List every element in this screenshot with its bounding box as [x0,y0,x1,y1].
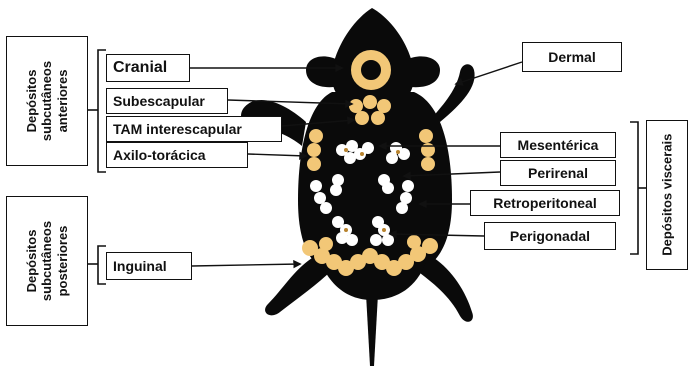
group-visceral-label: Depósitos viscerais [659,134,674,256]
label-inguinal: Inguinal [106,252,192,280]
label-cranial: Cranial [106,54,190,82]
label-mesenterica: Mesentérica [500,132,616,158]
group-posterior-line-2: subcutâneos [39,221,54,301]
group-anterior-label: Depósitos subcutâneos anteriores [24,61,70,141]
label-tam-interescapular: TAM interescapular [106,116,282,142]
group-posterior-line-3: posteriores [55,226,70,297]
group-anterior-line-3: anteriores [55,70,70,133]
group-anterior-line-2: subcutâneos [39,61,54,141]
label-perigonadal: Perigonadal [484,222,616,250]
label-dermal: Dermal [522,42,622,72]
group-posterior-box: Depósitos subcutâneos posteriores [6,196,88,326]
group-visceral-box: Depósitos viscerais [646,120,688,270]
group-posterior-label: Depósitos subcutâneos posteriores [24,221,70,301]
group-posterior-line-1: Depósitos [24,230,39,293]
group-anterior-line-1: Depósitos [24,70,39,133]
label-subescapular: Subescapular [106,88,228,114]
posterior-bracket [98,246,106,284]
label-perirenal: Perirenal [500,160,616,186]
visceral-bracket [630,122,638,254]
anterior-bracket [98,50,106,172]
group-anterior-box: Depósitos subcutâneos anteriores [6,36,88,166]
label-axilo-toracica: Axilo-torácica [106,142,248,168]
label-retroperitoneal: Retroperitoneal [470,190,620,216]
